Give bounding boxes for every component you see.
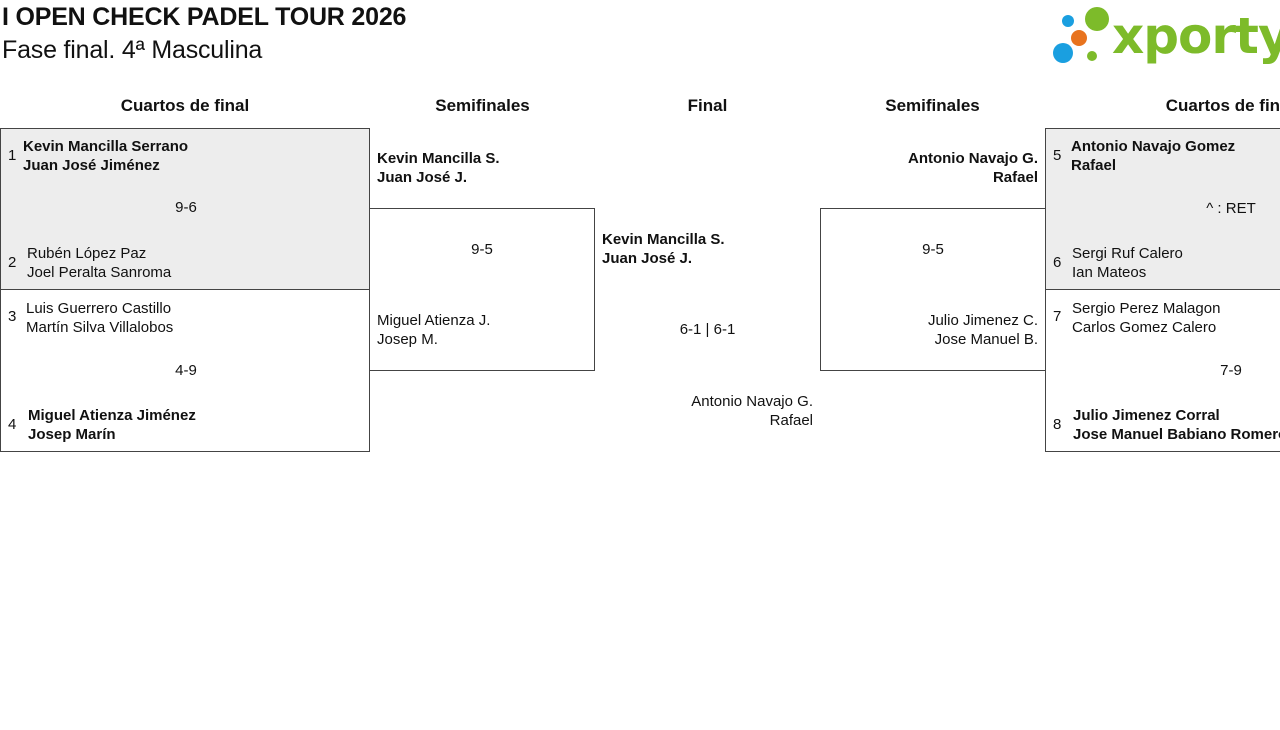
round-header-qf-left: Cuartos de final <box>120 96 250 115</box>
xporty-logo-mark <box>1053 7 1109 63</box>
match-score: 7-9 <box>1220 362 1242 379</box>
page-subtitle: Fase final. 4ª Masculina <box>2 36 263 64</box>
seed-number: 6 <box>1053 254 1062 271</box>
seed-number: 4 <box>8 416 17 433</box>
page-title: I OPEN CHECK PADEL TOUR 2026 <box>2 3 407 31</box>
logo-dot-green-small <box>1087 51 1097 61</box>
seed-number: 5 <box>1053 147 1062 164</box>
seed-number: 8 <box>1053 416 1062 433</box>
round-header-sf-right: Semifinales <box>885 96 980 115</box>
final-score: 6-1 | 6-1 <box>679 321 736 338</box>
final-runner-up[interactable]: Antonio Navajo G.Rafael <box>691 393 813 429</box>
seed-number: 1 <box>8 147 17 164</box>
seed-number: 7 <box>1053 308 1062 325</box>
match-sf-left[interactable]: 9-5 Miguel Atienza J.Josep M. <box>369 208 595 371</box>
team-loser: Julio Jimenez C.Jose Manuel B. <box>927 312 1038 348</box>
match-score: ^ : RET <box>1206 200 1256 217</box>
logo-wordmark: xporty <box>1112 7 1280 65</box>
round-header-qf-right: Cuartos de final <box>1165 96 1280 115</box>
seed-number: 3 <box>8 308 17 325</box>
match-score: 4-9 <box>175 362 197 379</box>
match-sf-right[interactable]: 9-5 Julio Jimenez C.Jose Manuel B. <box>820 208 1046 371</box>
match-score: 9-5 <box>471 241 493 258</box>
logo-dot-blue <box>1062 15 1074 27</box>
logo-dot-green <box>1085 7 1109 31</box>
round-header-final: Final <box>687 96 728 115</box>
round-header-sf-left: Semifinales <box>435 96 530 115</box>
seed-number: 2 <box>8 254 17 271</box>
sf-right-winner[interactable]: Antonio Navajo G.Rafael <box>907 150 1038 186</box>
match-score: 9-5 <box>922 241 944 258</box>
match-score: 9-6 <box>175 199 197 216</box>
team-loser: Miguel Atienza J.Josep M. <box>377 312 491 348</box>
logo-dot-orange <box>1071 30 1087 46</box>
logo-dot-blue-large <box>1053 43 1073 63</box>
final-winner[interactable]: Kevin Mancilla S.Juan José J. <box>602 231 725 267</box>
sf-left-winner[interactable]: Kevin Mancilla S.Juan José J. <box>377 150 500 186</box>
xporty-logo[interactable]: xporty <box>1050 4 1280 68</box>
